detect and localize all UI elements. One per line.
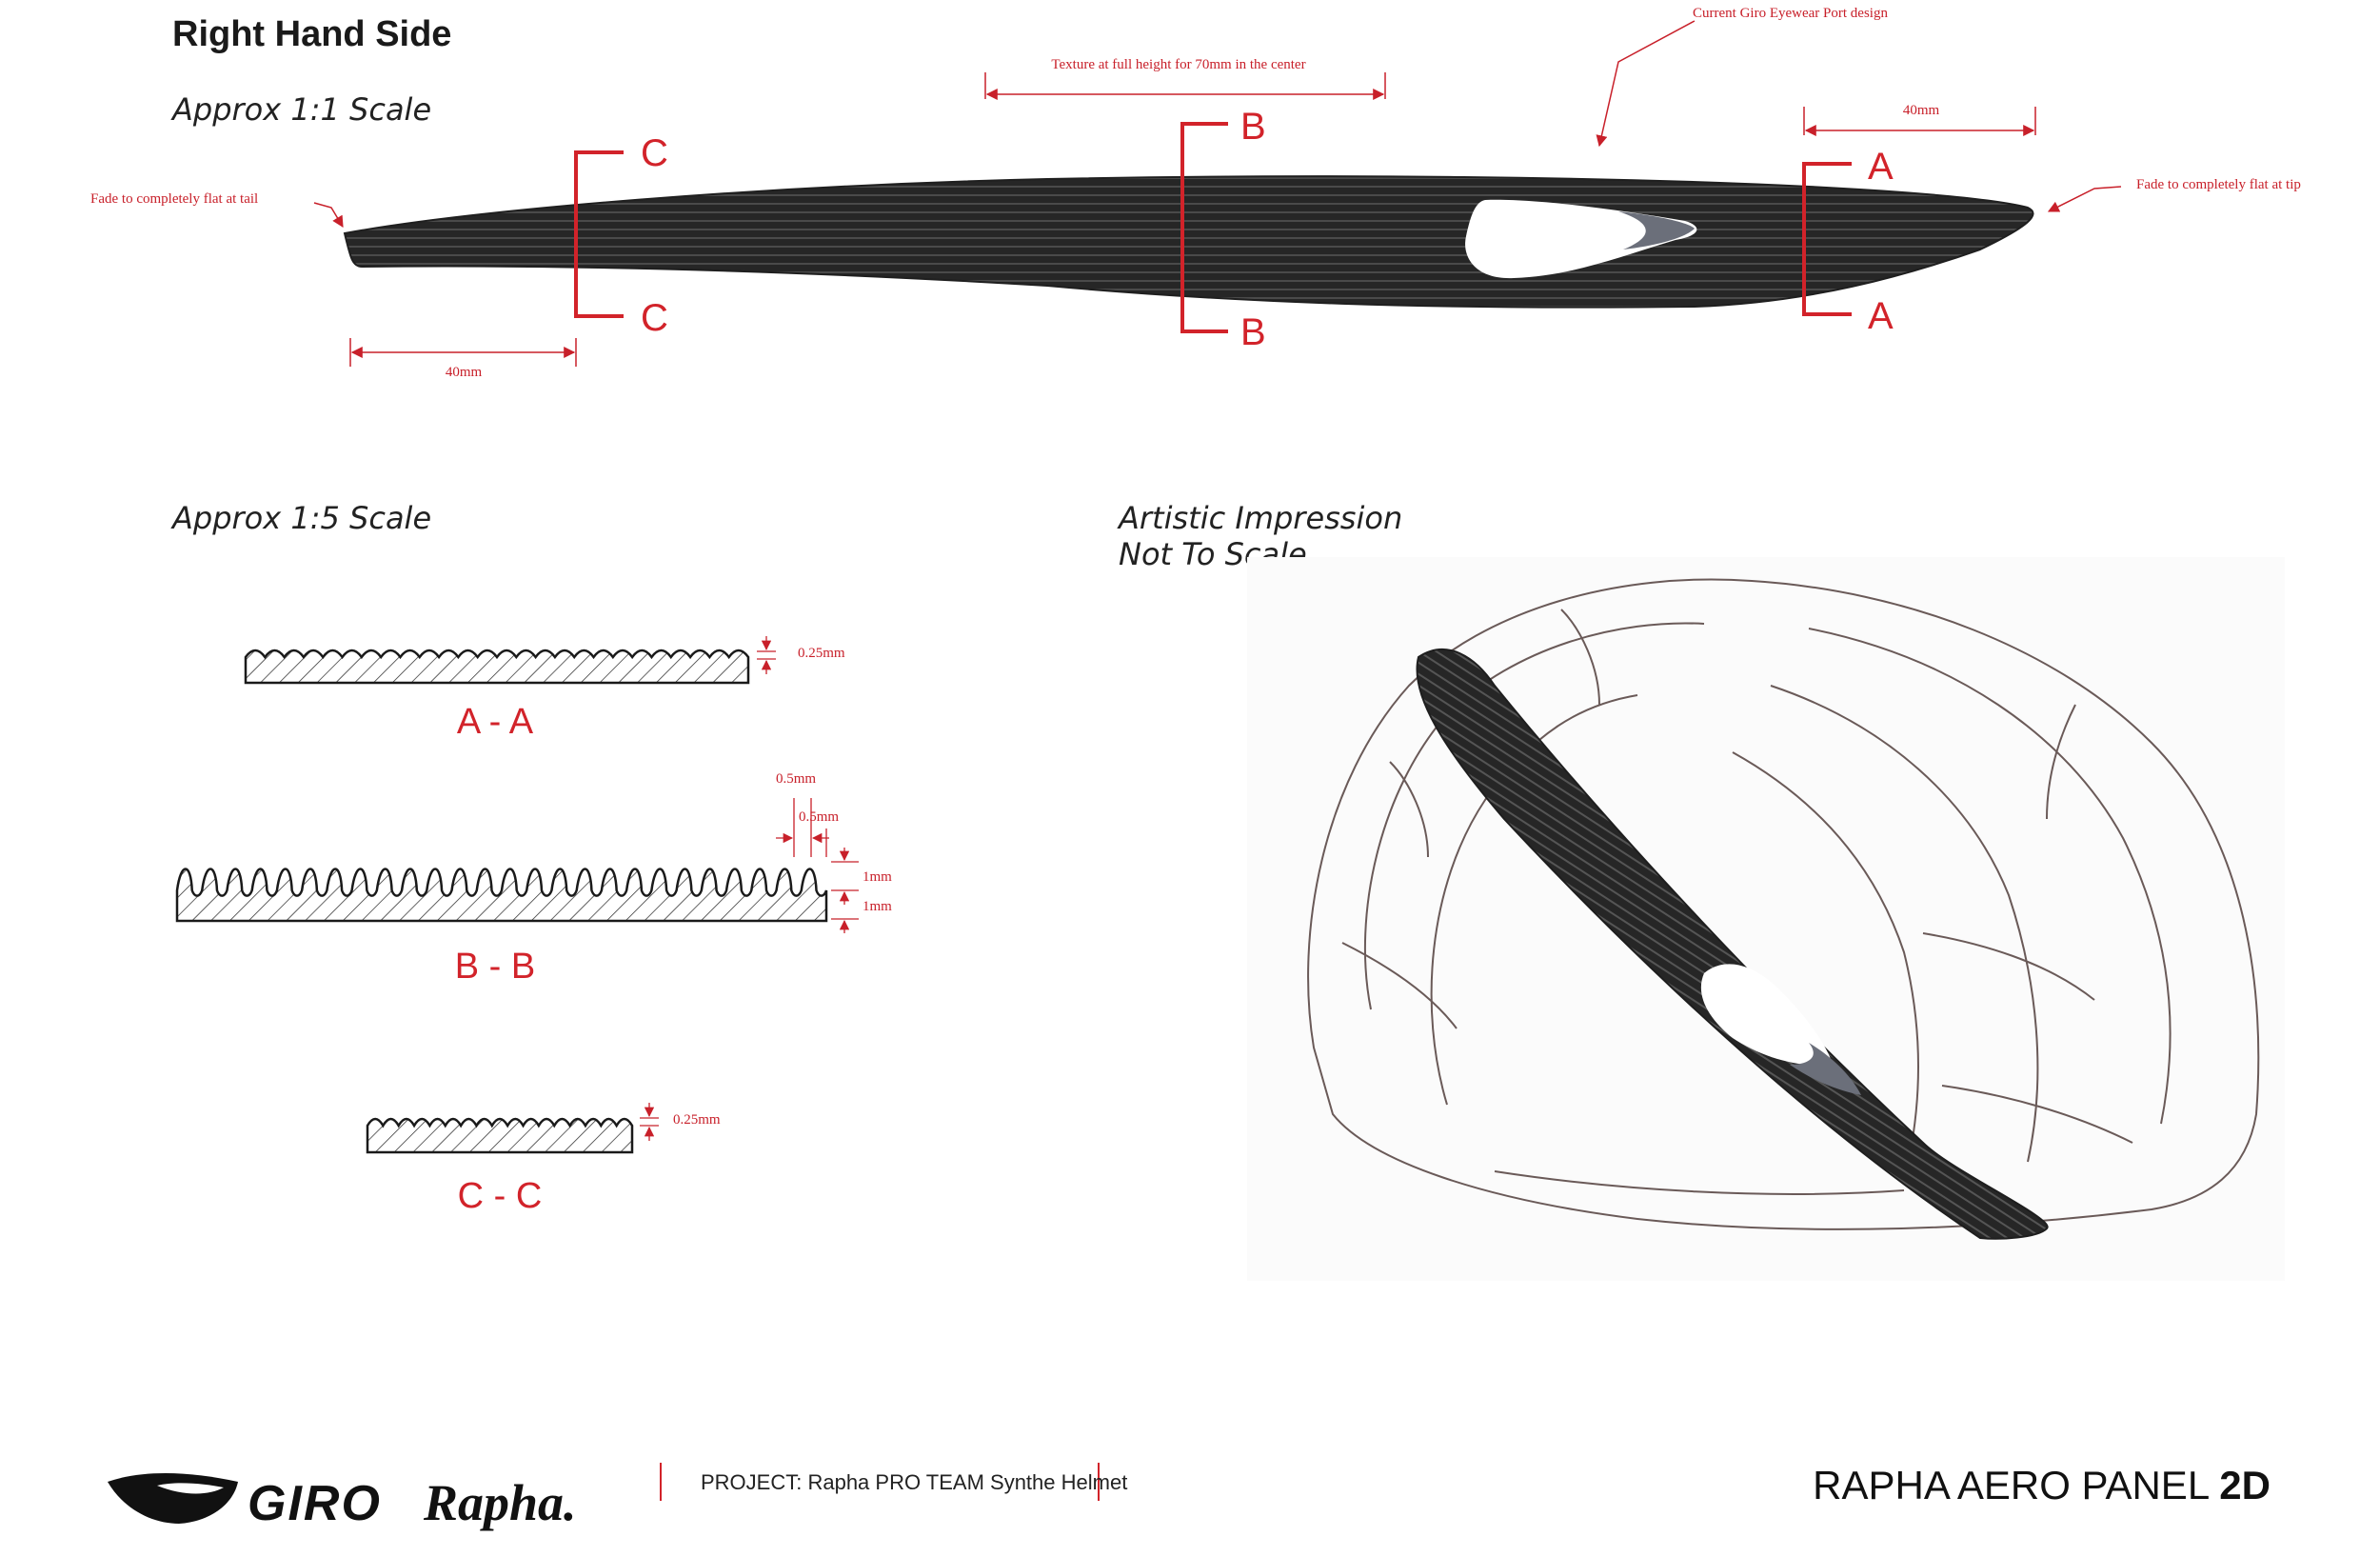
helmet-port (1700, 964, 1833, 1066)
section-c-top: C (641, 132, 668, 174)
rapha-logo-text: Rapha. (423, 1474, 577, 1531)
dim-aa-height: 0.25mm (798, 646, 845, 661)
dim-bb-h2: 1mm (863, 899, 892, 914)
page-heading: Right Hand Side (172, 14, 451, 54)
note-tip: Fade to completely flat at tip (2136, 177, 2301, 192)
dim-40-left: 40mm (446, 365, 483, 380)
sheet-title: RAPHA AERO PANEL 2D (1813, 1463, 2271, 1507)
dim-bb-width1: 0.5mm (776, 771, 816, 787)
dim-cc-height: 0.25mm (673, 1112, 721, 1128)
giro-logo-icon (108, 1472, 238, 1524)
section-bb-profile (175, 798, 859, 933)
section-cc-profile (366, 1103, 659, 1154)
scale-label-top: Approx 1:1 Scale (170, 91, 431, 128)
note-tail: Fade to completely flat at tail (90, 191, 258, 207)
section-cc-title: C - C (458, 1176, 543, 1216)
section-a-top: A (1868, 146, 1894, 188)
note-eyewear: Current Giro Eyewear Port design (1693, 6, 1888, 21)
giro-logo-text: GIRO (248, 1476, 382, 1531)
section-aa-title: A - A (457, 702, 534, 742)
section-c-bottom: C (641, 297, 668, 339)
section-b-top: B (1240, 106, 1266, 148)
footer: GIRO Rapha. PROJECT: Rapha PRO TEAM Synt… (108, 1463, 2271, 1531)
section-markers (574, 122, 1852, 333)
artistic-line1: Artistic Impression (1117, 500, 1402, 536)
note-texture: Texture at full height for 70mm in the c… (1051, 57, 1305, 72)
section-aa-profile (244, 636, 776, 685)
helmet-panel (1416, 648, 2049, 1240)
section-b-bottom: B (1240, 311, 1266, 353)
dim-bb-width2: 0.5mm (799, 809, 839, 825)
helmet-illustration (1247, 557, 2285, 1281)
aero-panel-profile (343, 175, 2034, 309)
project-label: PROJECT: Rapha PRO TEAM Synthe Helmet (701, 1470, 1127, 1494)
scale-label-sections: Approx 1:5 Scale (170, 500, 431, 536)
dim-40-right: 40mm (1903, 103, 1940, 118)
section-a-bottom: A (1868, 295, 1894, 337)
dim-bb-h1: 1mm (863, 869, 892, 885)
section-bb-title: B - B (455, 947, 535, 987)
